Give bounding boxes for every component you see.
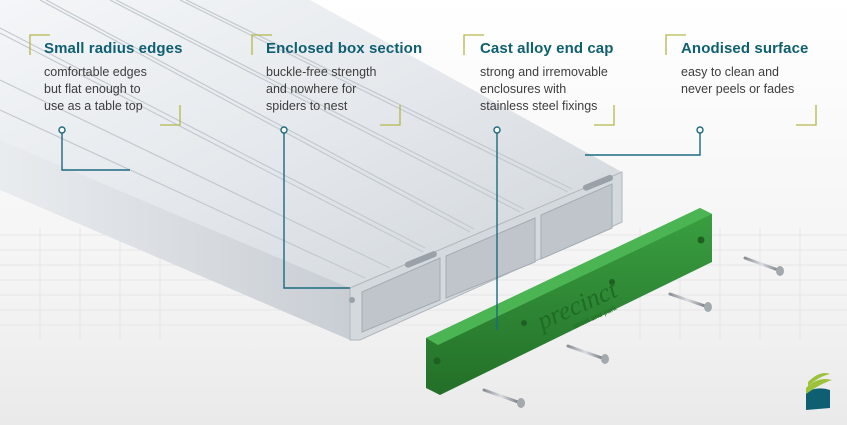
feature-small-radius-edges: Small radius edges comfortable edges but… <box>44 40 224 115</box>
feature-cast-alloy-end-cap: Cast alloy end cap strong and irremovabl… <box>480 40 660 115</box>
end-cap-holes <box>433 236 705 365</box>
fixing-screw <box>668 292 712 312</box>
fixing-screw <box>743 256 784 276</box>
feature-title: Small radius edges <box>44 40 183 57</box>
feature-enclosed-box-section: Enclosed box section buckle-free strengt… <box>266 40 446 115</box>
end-cap-body <box>426 208 712 395</box>
feature-description: easy to clean and never peels or fades <box>681 65 795 96</box>
feature-description: buckle-free strength and nowhere for spi… <box>266 65 377 113</box>
box-section-chambers <box>361 183 613 333</box>
plank-grooves <box>0 0 573 279</box>
leader-lines <box>61 130 701 330</box>
feature-title: Anodised surface <box>681 40 809 57</box>
brand-logo-icon <box>806 373 832 410</box>
leader-dots <box>58 126 704 134</box>
screw-slots <box>349 174 614 303</box>
callout-brackets <box>29 34 817 126</box>
fixing-screw <box>566 344 609 364</box>
plank-front-edge <box>0 140 350 340</box>
feature-description: strong and irremovable enclosures with s… <box>480 65 608 113</box>
feature-anodised-surface: Anodised surface easy to clean and never… <box>681 40 847 98</box>
plank-top-face <box>0 0 622 288</box>
feature-description: comfortable edges but flat enough to use… <box>44 65 147 113</box>
feature-title: Enclosed box section <box>266 40 423 57</box>
fixing-screw <box>482 388 525 408</box>
feature-title: Cast alloy end cap <box>480 40 614 57</box>
